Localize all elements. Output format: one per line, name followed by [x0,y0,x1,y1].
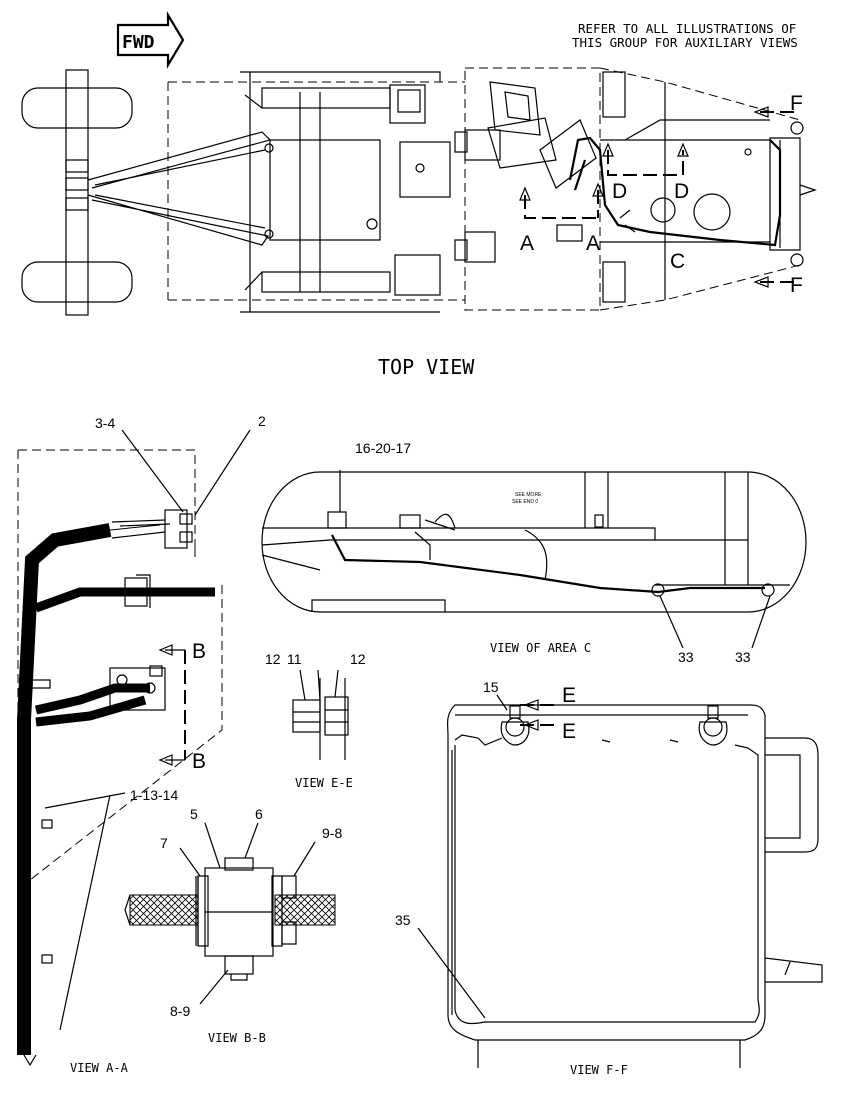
callout-3-4: 3-4 [95,415,115,431]
note-line-1: REFER TO ALL ILLUSTRATIONS OF [578,21,796,36]
fwd-arrow: FWD [116,11,185,69]
section-f-bottom-label: F [790,274,803,297]
view-ee-title: VIEW E-E [295,776,353,790]
tiny-label-2: SEE END 0 [512,499,538,505]
top-view-title: TOP VIEW [378,355,475,379]
callout-5: 5 [190,806,198,822]
section-a-left-label: A [520,232,534,255]
fwd-label: FWD [122,32,155,53]
view-ff-drawing [417,694,823,1068]
callout-6: 6 [255,806,263,822]
view-aa-title: VIEW A-A [70,1061,129,1075]
callout-33-right: 33 [735,649,751,665]
view-bb-title: VIEW B-B [208,1031,266,1045]
view-ee-drawing [292,669,349,760]
view-bb-drawing [124,822,336,1005]
tiny-label-1: SEE MORE [515,492,542,498]
callout-8-9: 8-9 [170,1003,190,1019]
note-line-2: THIS GROUP FOR AUXILIARY VIEWS [572,35,798,50]
section-f-top-label: F [790,92,803,115]
view-ff-title: VIEW F-F [570,1063,628,1077]
callout-e-11: 11 [287,651,302,667]
area-c-label: C [670,250,685,273]
callout-e-12-right: 12 [350,651,366,667]
callout-15: 15 [483,679,499,695]
callout-35: 35 [395,912,411,928]
callout-9-8: 9-8 [322,825,342,841]
callout-7: 7 [160,835,168,851]
section-d-left-label: D [612,180,627,203]
top-view-drawing [21,67,817,316]
section-b-bottom-label: B [192,750,206,773]
view-area-c-drawing [261,470,807,649]
callout-e-12-left: 12 [265,651,281,667]
callout-2: 2 [258,413,266,429]
callout-1-13-14: 1-13-14 [130,787,178,803]
callout-33-left: 33 [678,649,694,665]
section-e-top-label: E [562,684,576,707]
callout-16-20-17: 16-20-17 [355,440,411,456]
section-d-right-label: D [674,180,689,203]
section-e-bottom-label: E [562,720,576,743]
view-area-c-title: VIEW OF AREA C [490,641,591,655]
view-aa-drawing [17,429,251,1067]
section-b-top-label: B [192,640,206,663]
section-a-right-label: A [586,232,600,255]
